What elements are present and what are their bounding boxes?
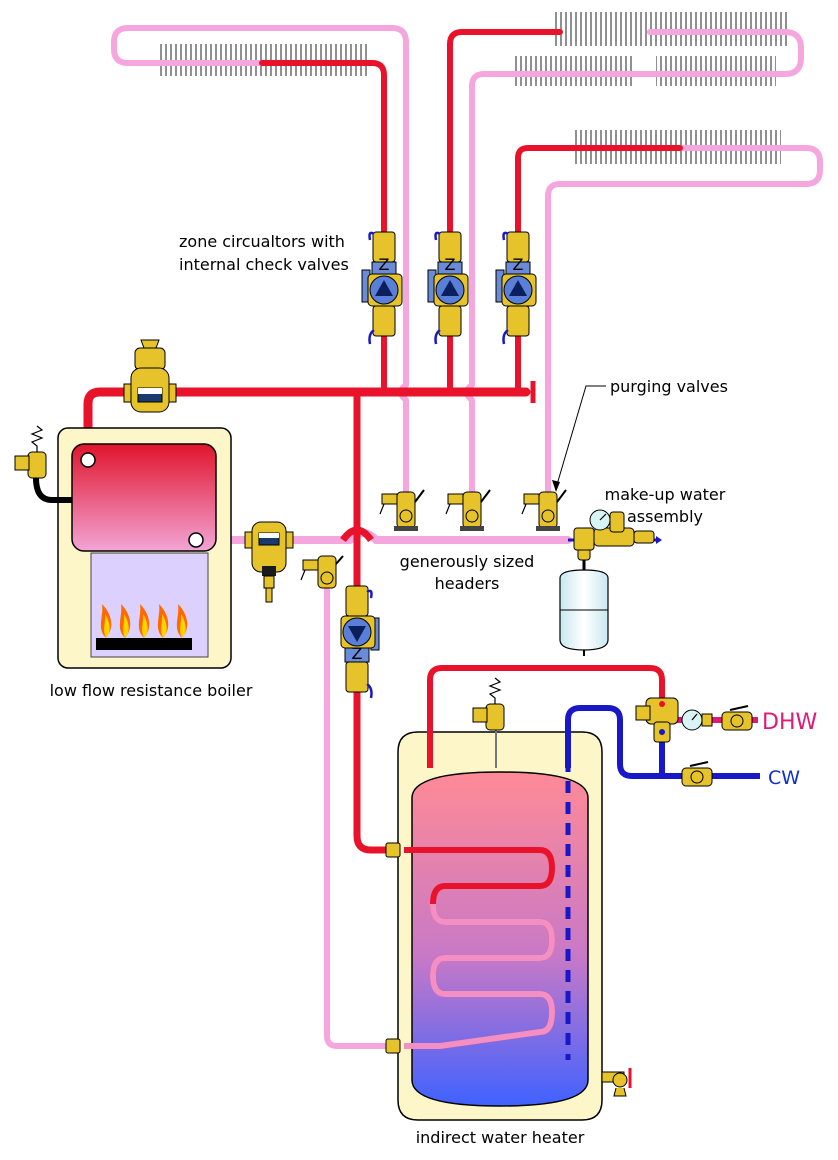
label-purging-valves: purging valves: [610, 377, 728, 396]
boiler-relief-pipe: [33, 477, 72, 503]
dhw-isolation-valve: [721, 705, 753, 731]
label-headers-line1: generously sized: [400, 552, 535, 571]
boiler-supply-port: [80, 452, 96, 468]
purging-valves-leader: [552, 385, 606, 492]
zone-circulator-letter: Z: [379, 255, 390, 274]
label-boiler: low flow resistance boiler: [50, 681, 253, 700]
label-zone-circulators-line2: internal check valves: [179, 255, 349, 274]
zone-circulator-3: [495, 231, 537, 345]
header-crossover: [340, 526, 374, 543]
cw-isolation-valve: [681, 761, 713, 787]
expansion-tank: [559, 560, 609, 656]
purging-valve-3: [521, 489, 567, 531]
boiler-relief-valve: [14, 425, 47, 479]
label-zone-circulators-line1: zone circualtors with: [179, 232, 345, 251]
label-cw: CW: [768, 767, 800, 789]
supply-piping: [83, 29, 683, 854]
burner-flames: [100, 604, 188, 638]
coil-fittings: [385, 842, 401, 1054]
label-dhw: DHW: [762, 710, 817, 735]
boiler: [14, 425, 232, 669]
dirt-separator: [244, 521, 294, 603]
thermostatic-mixing-valve: [635, 697, 713, 743]
zone-circulator-letter: Z: [513, 255, 524, 274]
burner-bar: [96, 638, 192, 650]
heater-relief-valve: [472, 677, 505, 731]
heater-drain-valve: [601, 1068, 632, 1097]
air-separator: [123, 339, 177, 413]
label-makeup-line2: assembly: [627, 507, 703, 526]
purging-valve-2: [445, 489, 491, 531]
zone-circulator-letter: Z: [445, 255, 456, 274]
water-heater-circulator: [340, 585, 380, 699]
label-water-heater: indirect water heater: [416, 1128, 585, 1147]
water-heater-circulator-letter: Z: [352, 644, 363, 663]
purging-valve-1: [379, 489, 425, 531]
label-headers-line2: headers: [435, 574, 500, 593]
purging-valve-heater-return: [300, 555, 344, 589]
zone-circulator-2: [427, 231, 469, 345]
label-makeup-line1: make-up water: [605, 485, 726, 504]
hot-outlet-pipe: [427, 665, 665, 768]
zone-circulator-1: [361, 231, 403, 345]
boiler-return-port: [188, 532, 204, 548]
indirect-water-heater: [385, 677, 632, 1121]
cold-inlet-pipe: [565, 705, 760, 779]
